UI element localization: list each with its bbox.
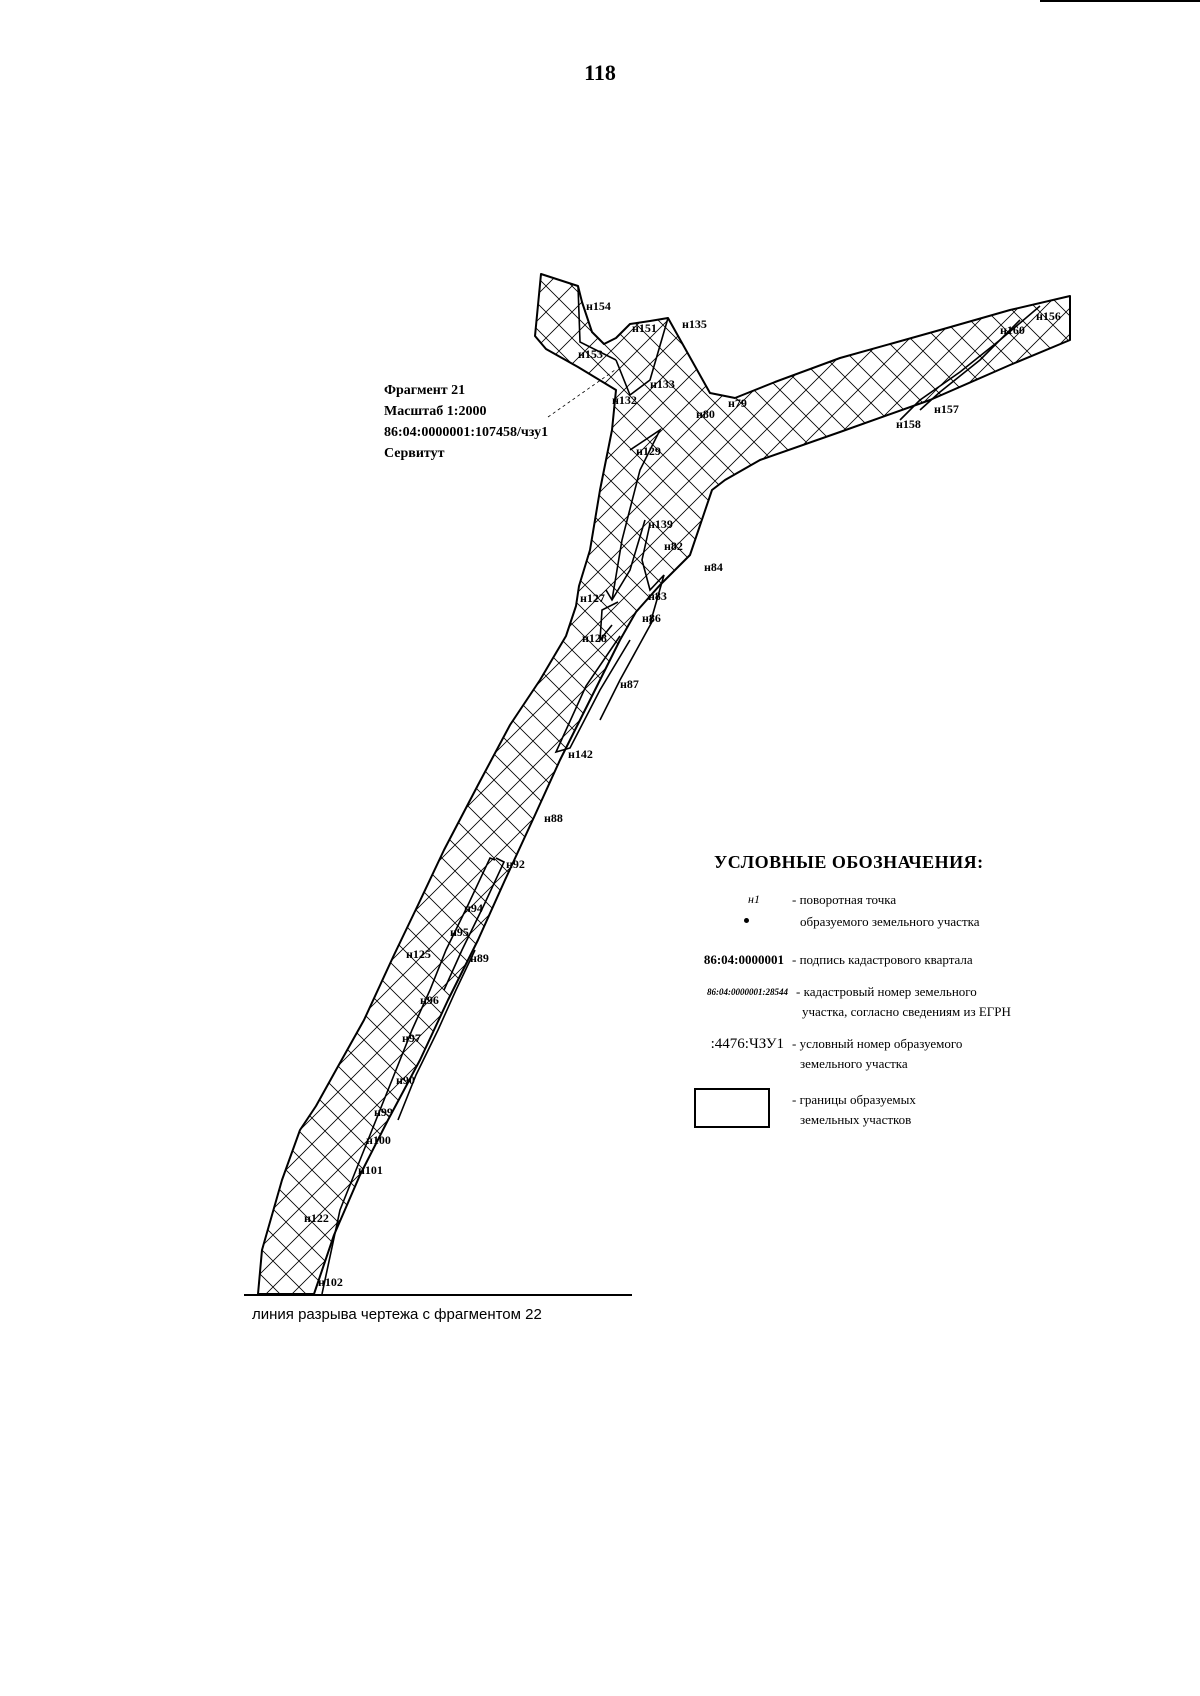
legend-symbol: н1 <box>748 892 760 906</box>
inner-line-9 <box>321 856 496 1295</box>
point-label: н79 <box>728 396 747 410</box>
point-label: н92 <box>506 857 525 871</box>
point-label: н125 <box>406 947 431 961</box>
legend-text-line1: - подпись кадастрового квартала <box>792 952 973 967</box>
point-label: н83 <box>648 589 667 603</box>
caption-leader <box>547 369 616 418</box>
point-label: н101 <box>358 1163 383 1177</box>
legend-text-line1: - поворотная точка <box>792 892 897 907</box>
point-label: н133 <box>650 377 675 391</box>
inner-line-8 <box>599 619 654 721</box>
servitude-area <box>257 273 1071 1295</box>
fragment-caption: Фрагмент 21 Масштаб 1:2000 86:04:0000001… <box>384 380 548 464</box>
legend-text-line2: участка, согласно сведениям из ЕГРН <box>802 1004 1011 1019</box>
point-label: н127 <box>580 591 605 605</box>
legend-text-line2: образуемого земельного участка <box>800 914 980 929</box>
point-label: н153 <box>578 347 603 361</box>
inner-line-10 <box>443 857 506 991</box>
point-label: н97 <box>402 1031 421 1045</box>
point-label: н160 <box>1000 323 1025 337</box>
legend-text-line2: земельных участков <box>800 1112 912 1127</box>
inner-line-3 <box>611 427 663 601</box>
point-label: н94 <box>464 901 483 915</box>
break-line-caption: линия разрыва чертежа с фрагментом 22 <box>252 1306 542 1323</box>
legend-text-line2: земельного участка <box>800 1056 908 1071</box>
legend-text-line1: - условный номер образуемого <box>792 1036 963 1051</box>
inner-line-12 <box>899 305 1041 421</box>
inner-line-13 <box>919 319 1021 411</box>
fragment-cadastral-number: 86:04:0000001:107458/чзу1 <box>384 425 549 440</box>
point-label: н157 <box>934 402 959 416</box>
point-label: н86 <box>642 611 661 625</box>
point-label: н154 <box>586 299 611 313</box>
fragment-type: Сервитут <box>384 446 445 461</box>
point-label: н90 <box>396 1073 415 1087</box>
legend-symbol: 86:04:0000001 <box>703 952 784 967</box>
legend-text-line1: - кадастровый номер земельного <box>796 984 977 999</box>
legend-item: н1 - поворотная точка образуемого земель… <box>640 892 1110 936</box>
point-label: н128 <box>582 631 607 645</box>
point-label: н135 <box>682 317 707 331</box>
point-label: н139 <box>648 517 673 531</box>
legend-item: 86:04:0000001 - подпись кадастрового ква… <box>640 952 1110 976</box>
boundary-box-icon <box>694 1088 770 1128</box>
legend-symbol: 86:04:0000001:28544 <box>707 987 788 997</box>
point-label: н156 <box>1036 309 1061 323</box>
point-label: н100 <box>366 1133 391 1147</box>
point-label: н82 <box>664 539 683 553</box>
point-label: н84 <box>704 560 723 574</box>
inner-line-6 <box>599 601 619 643</box>
point-label: н95 <box>450 925 469 939</box>
inner-line-2 <box>615 317 669 397</box>
break-line <box>244 1294 632 1296</box>
point-label: н96 <box>420 993 439 1007</box>
legend-item: :4476:ЧЗУ1 - условный номер образуемого … <box>640 1036 1110 1080</box>
point-label: н99 <box>374 1105 393 1119</box>
inner-line-11 <box>397 949 476 1121</box>
inner-line-7 <box>554 635 631 754</box>
legend-symbol: :4476:ЧЗУ1 <box>710 1036 784 1052</box>
point-label: н87 <box>620 677 639 691</box>
point-label: н88 <box>544 811 563 825</box>
point-label: н132 <box>612 393 637 407</box>
fragment-scale: Масштаб 1:2000 <box>384 404 487 419</box>
inner-line-5 <box>641 523 665 625</box>
point-label: н158 <box>896 417 921 431</box>
top-rule <box>1040 0 1200 2</box>
inner-line-4 <box>605 519 646 602</box>
legend-item: - границы образуемых земельных участков <box>640 1086 1110 1136</box>
fragment-title: Фрагмент 21 <box>384 383 466 398</box>
point-label: н89 <box>470 951 489 965</box>
legend-item: 86:04:0000001:28544 - кадастровый номер … <box>640 984 1110 1028</box>
inner-line-1 <box>577 285 617 361</box>
point-label: н129 <box>636 444 661 458</box>
point-label: н80 <box>696 407 715 421</box>
turn-point-icon <box>744 918 749 923</box>
point-label: н142 <box>568 747 593 761</box>
page-number: 118 <box>584 60 616 85</box>
legend-text-line1: - границы образуемых <box>792 1092 916 1107</box>
point-label: н122 <box>304 1211 329 1225</box>
point-label: н151 <box>632 321 657 335</box>
point-label: н102 <box>318 1275 343 1289</box>
legend-title: УСЛОВНЫЕ ОБОЗНАЧЕНИЯ: <box>714 852 984 872</box>
